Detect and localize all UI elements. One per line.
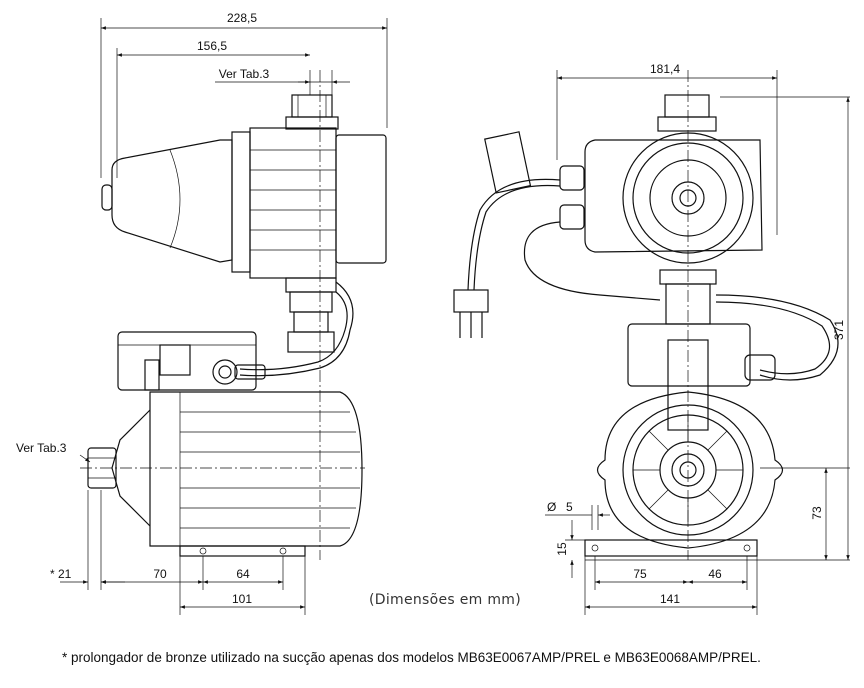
dim-64: 64 <box>236 567 250 581</box>
side-view <box>80 18 388 560</box>
dim-70: 70 <box>153 567 167 581</box>
connector-pipe <box>239 277 354 377</box>
pump-volute <box>584 391 784 557</box>
dim-ver-tab-left: Ver Tab.3 <box>16 441 67 455</box>
dim-141: 141 <box>660 592 680 606</box>
dim-front-width: 181,4 <box>650 62 680 76</box>
pump-head <box>117 331 266 391</box>
dim-height-371: 371 <box>832 320 846 340</box>
dim-hole-symbol: Ø <box>547 500 556 514</box>
front-view <box>453 70 850 561</box>
dim-46: 46 <box>708 567 722 581</box>
controller-front <box>453 94 763 338</box>
motor-body <box>87 391 363 557</box>
dimension-labels: 228,5 156,5 Ver Tab.3 Ver Tab.3 181,4 37… <box>16 11 846 608</box>
dimension-lines <box>60 26 850 615</box>
dim-foot-15: 15 <box>555 542 569 556</box>
dim-101: 101 <box>232 592 252 606</box>
units-label: (Dimensões em mm) <box>369 592 521 608</box>
dim-ver-tab-top: Ver Tab.3 <box>219 67 270 81</box>
dim-156: 156,5 <box>197 39 227 53</box>
dim-hole-dia: 5 <box>566 500 573 514</box>
dim-height-73: 73 <box>810 506 824 520</box>
dim-overall-width: 228,5 <box>227 11 257 25</box>
footnote: * prolongador de bronze utilizado na suc… <box>62 650 761 665</box>
dim-75: 75 <box>633 567 647 581</box>
pressure-controller <box>101 94 387 279</box>
dim-21: * 21 <box>50 567 72 581</box>
